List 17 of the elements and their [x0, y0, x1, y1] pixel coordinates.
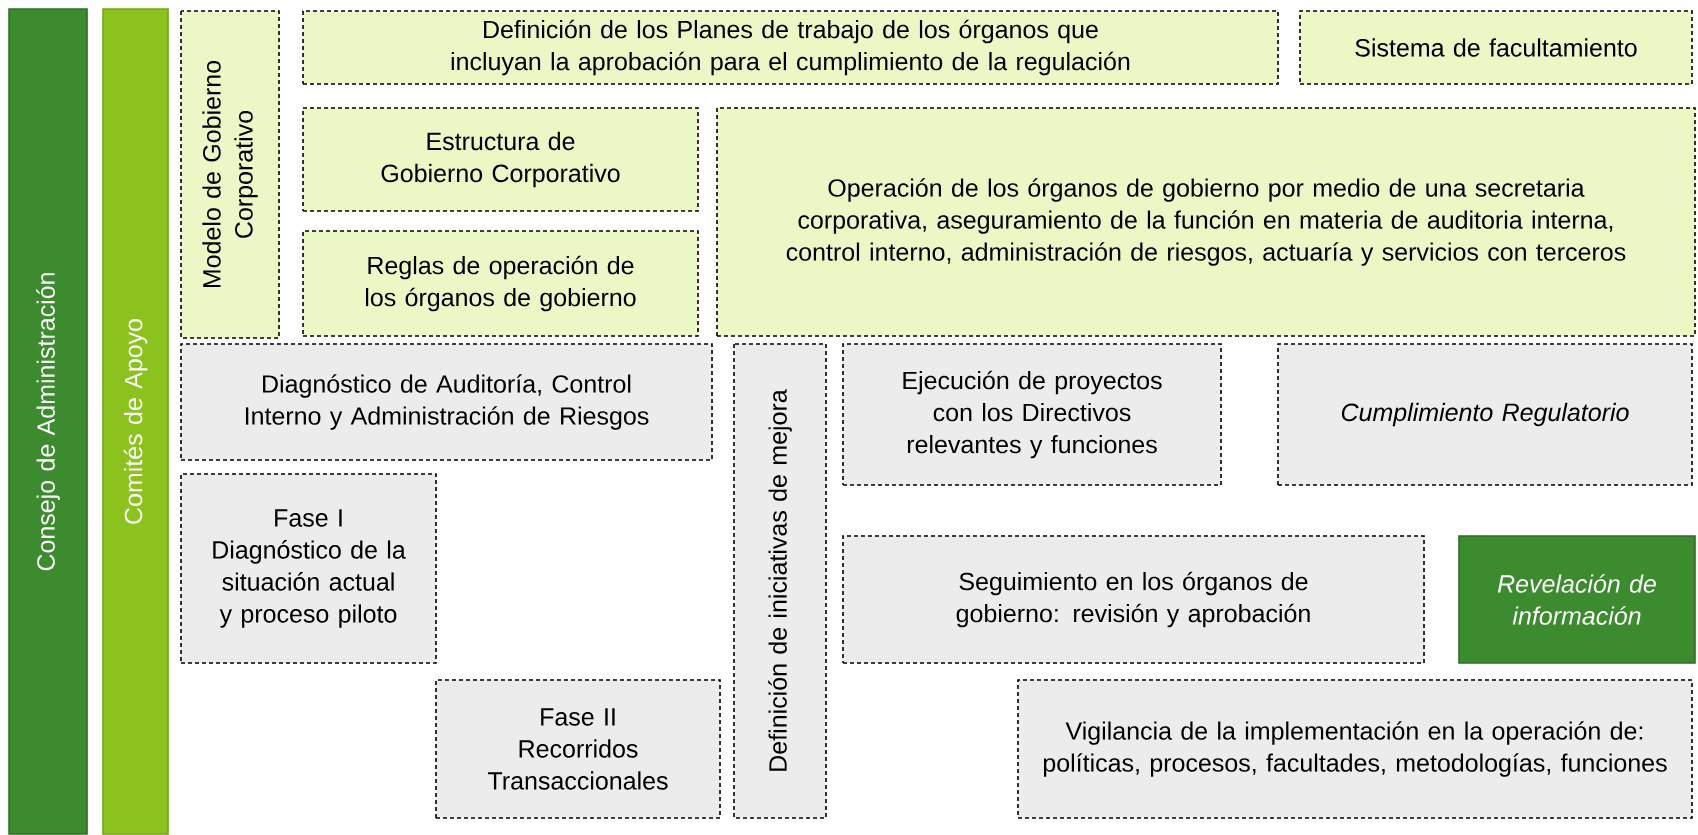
- highlight-box: Revelación de información: [1458, 535, 1696, 664]
- dashed-box: Estructura de Gobierno Corporativo: [302, 107, 699, 212]
- vertical-banner: Comités de Apoyo: [102, 8, 169, 835]
- dashed-box: Diagnóstico de Auditoría, Control Interno y Administración de Riesgos: [180, 343, 713, 461]
- dashed-box: Ejecución de proyectos con los Directivos relevantes y funciones: [842, 343, 1222, 486]
- dashed-box: Modelo de Gobierno Corporativo: [180, 10, 280, 339]
- dashed-box: Seguimiento en los órganos de gobierno: revisión y aprobación: [842, 535, 1425, 664]
- dashed-box: Reglas de operación de los órganos de gobierno: [302, 230, 699, 337]
- dashed-box: Definición de iniciativas de mejora: [733, 343, 827, 819]
- dashed-box: Fase II Recorridos Transaccionales: [435, 679, 721, 819]
- dashed-box: Sistema de facultamiento: [1299, 10, 1693, 85]
- dashed-box: Operación de los órganos de gobierno por medio de una secretaria corporativa, aseguramiento de la función en materia de auditoria interna, control interno, administración de riesgos, actuaría y servicios con terceros: [716, 107, 1696, 337]
- dashed-box: Vigilancia de la implementación en la operación de: políticas, procesos, facultades, metodologías, funciones: [1017, 679, 1693, 819]
- vertical-banner: Consejo de Administración: [8, 8, 88, 835]
- dashed-box: Fase I Diagnóstico de la situación actual y proceso piloto: [180, 473, 437, 664]
- dashed-box: Definición de los Planes de trabajo de los órganos que incluyan la aprobación para el cumplimiento de la regulación: [302, 10, 1279, 85]
- dashed-box: Cumplimiento Regulatorio: [1277, 343, 1693, 486]
